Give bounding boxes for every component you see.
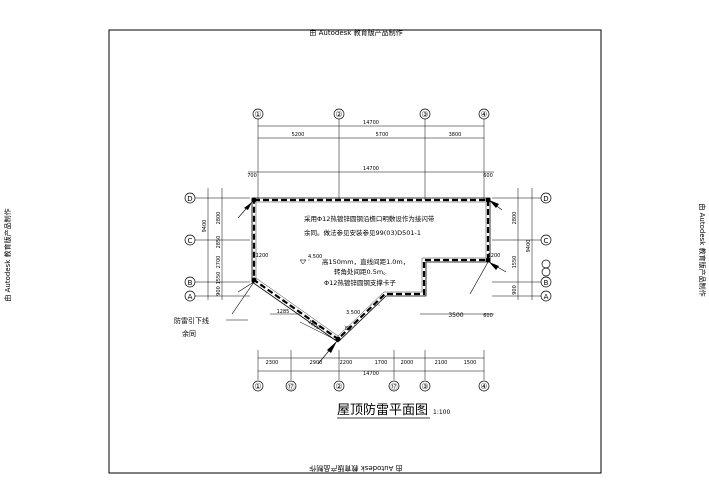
top-dimensions <box>248 125 494 173</box>
dim-bottom-seg-4: 1700 <box>375 360 388 366</box>
note-line-2: 余同。做法参见安装参见99(03)D501-1 <box>304 228 421 237</box>
dim-600: 600 <box>483 313 493 319</box>
dim-small-80: 80 <box>345 326 351 332</box>
roof-outline <box>251 197 491 343</box>
axis-top-1: ① <box>254 110 261 119</box>
dim-3500: 3500 <box>448 312 463 319</box>
leader-arrowheads <box>244 200 499 353</box>
left-axis-bubbles: D C B A <box>184 188 250 302</box>
note-line-4: 转角处间距0.5m。 <box>334 267 390 276</box>
dim-inner-total: 14700 <box>363 166 379 172</box>
top-axis-bubbles: ① ② ③ ④ <box>252 108 490 200</box>
dim-right-600: 600 <box>483 173 493 179</box>
dim-small-1200b: 1200 <box>488 253 501 259</box>
note-line-5: Φ12热镀锌圆钢支撑卡子 <box>324 278 396 287</box>
dim-bottom-seg-1: 2300 <box>266 360 279 366</box>
axis-left-C: C <box>188 237 193 245</box>
dim-left-v4: 1550 <box>216 272 222 285</box>
drawing-scale: 1:100 <box>433 409 450 416</box>
lightning-conductor <box>252 198 490 341</box>
axis-bottom-2: ⑰ <box>288 383 295 391</box>
axis-bottom-6: ④ <box>480 382 487 391</box>
dim-bottom-seg-3: 2200 <box>340 360 353 366</box>
note-line-1: 采用Φ12热镀锌圆钢沿檐口明敷设作为接闪带 <box>304 214 435 223</box>
axis-right-B: B <box>544 279 549 287</box>
elevation-4500: 4.500 <box>308 254 322 260</box>
dim-bottom-seg-7: 1500 <box>464 360 477 366</box>
dim-1285: 1285 <box>277 309 290 315</box>
axis-top-3: ③ <box>421 110 428 119</box>
dim-bottom-seg-5: 2000 <box>401 360 414 366</box>
dim-right-total: 9400 <box>526 240 532 253</box>
lower-dimensions <box>258 313 494 372</box>
watermark-bottom: 由 Autodesk 教育版产品制作 <box>309 464 402 473</box>
dim-left-v5: 900 <box>216 286 222 296</box>
bottom-axis-bubbles: ① ⑰ ② ⑰ ③ ④ <box>252 350 490 392</box>
note-line-3: 高150mm，直线间距1.0m， <box>322 257 409 266</box>
drawing-title: 屋顶防雷平面图 <box>337 402 428 418</box>
dim-left-v2: 2850 <box>216 236 222 249</box>
dim-left-700: 700 <box>247 173 257 179</box>
axis-left-B: B <box>188 279 193 287</box>
dim-top-total: 14700 <box>363 120 379 126</box>
dim-left-v3: 2700 <box>216 256 222 269</box>
down-conductor-label: 防雷引下线 <box>174 316 209 325</box>
dim-small-1800: 1800 <box>307 319 321 331</box>
watermark-top: 由 Autodesk 教育版产品制作 <box>309 28 402 37</box>
axis-top-2: ② <box>335 110 342 119</box>
dim-right-v3: 900 <box>512 285 518 295</box>
drawing-frame <box>108 29 602 474</box>
axis-bottom-3: ② <box>335 382 342 391</box>
dim-top-seg-3: 3800 <box>449 132 462 138</box>
axis-right-A: A <box>544 293 549 301</box>
dim-small-1200a: 1200 <box>256 253 269 259</box>
dim-top-seg-1: 5200 <box>292 132 305 138</box>
axis-left-D: D <box>187 195 192 203</box>
dim-bottom-seg-2: 2900 <box>310 360 323 366</box>
axis-bottom-5: ③ <box>421 382 428 391</box>
watermark-right: 由 Autodesk 教育版产品制作 <box>698 203 707 296</box>
elevation-3500: 3.500 <box>346 310 360 316</box>
right-axis-bubbles: D C B A <box>492 188 552 302</box>
elevation-mark-icon <box>299 259 307 265</box>
axis-top-4: ④ <box>480 110 487 119</box>
axis-right-D: D <box>543 195 548 203</box>
dim-right-v1: 2800 <box>512 212 518 225</box>
watermark-left: 由 Autodesk 教育版产品制作 <box>3 208 12 301</box>
dim-bottom-total: 14700 <box>363 371 379 377</box>
axis-bottom-4: ⑰ <box>391 383 398 391</box>
down-conductor-label-2: 余同 <box>182 329 196 338</box>
axis-bottom-1: ① <box>254 382 261 391</box>
dim-left-total: 9400 <box>202 220 208 233</box>
dim-bottom-seg-6: 2100 <box>435 360 448 366</box>
dim-left-v1: 2800 <box>216 212 222 225</box>
dim-right-v2: 1550 <box>512 256 518 269</box>
axis-right-C: C <box>544 237 549 245</box>
roof-parapet-line <box>255 201 487 337</box>
down-conductor-markers <box>251 197 491 342</box>
dim-top-seg-2: 5700 <box>376 132 389 138</box>
axis-left-A: A <box>188 293 193 301</box>
